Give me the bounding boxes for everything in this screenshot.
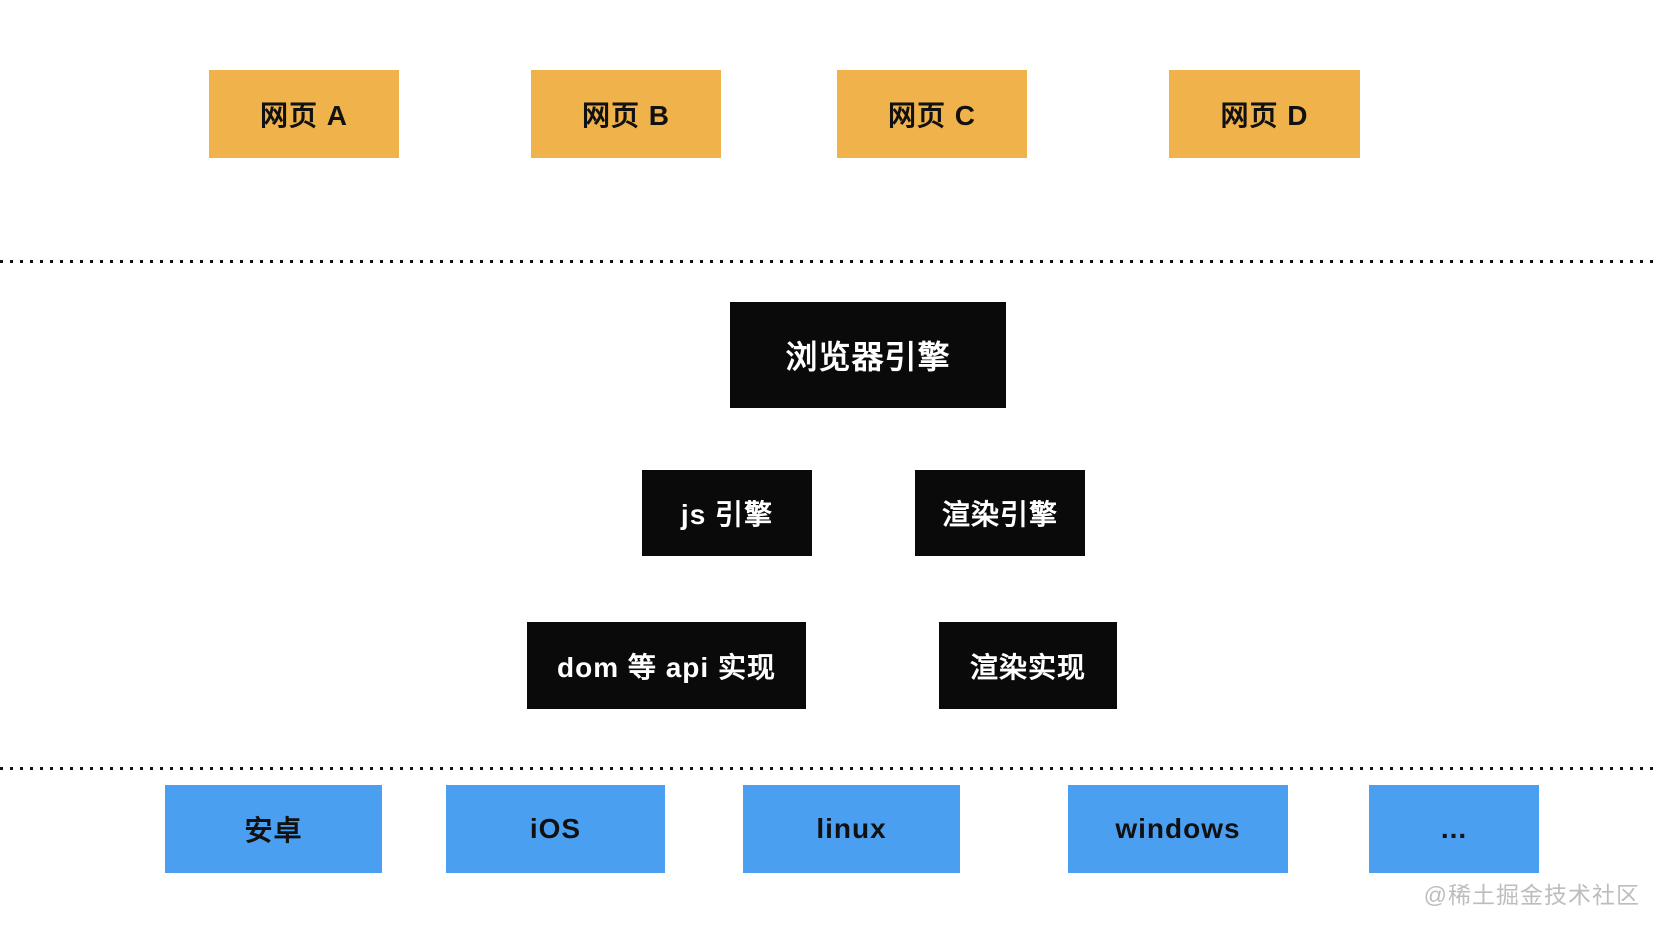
platform-linux-box: linux (743, 785, 960, 873)
platform-android-label: 安卓 (244, 815, 303, 846)
platform-ios-label: iOS (529, 813, 582, 844)
webpage-a-label: 网页 A (259, 100, 348, 131)
webpage-b-label: 网页 B (581, 100, 670, 131)
dotted-divider-top (0, 260, 1656, 263)
platform-more-box: ... (1369, 785, 1539, 873)
platform-linux-label: linux (816, 813, 887, 844)
js-engine-box: js 引擎 (642, 470, 812, 556)
platform-android-box: 安卓 (165, 785, 382, 873)
webpage-d-label: 网页 D (1220, 100, 1309, 131)
platform-ios-box: iOS (446, 785, 665, 873)
platform-windows-label: windows (1115, 813, 1241, 844)
webpage-d-box: 网页 D (1169, 70, 1360, 158)
platform-more-label: ... (1440, 813, 1468, 844)
render-implementation-box: 渲染实现 (939, 622, 1117, 709)
render-implementation-label: 渲染实现 (969, 651, 1086, 683)
dom-api-implementation-box: dom 等 api 实现 (527, 622, 806, 709)
browser-engine-box: 浏览器引擎 (730, 302, 1006, 408)
render-engine-box: 渲染引擎 (915, 470, 1085, 556)
webpage-c-box: 网页 C (837, 70, 1027, 158)
js-engine-label: js 引擎 (680, 499, 774, 530)
webpage-b-box: 网页 B (531, 70, 721, 158)
dom-api-implementation-label: dom 等 api 实现 (557, 651, 776, 683)
platform-windows-box: windows (1068, 785, 1288, 873)
watermark: @稀土掘金技术社区 (1423, 882, 1640, 908)
dotted-divider-bottom (0, 767, 1656, 770)
browser-engine-label: 浏览器引擎 (785, 339, 951, 375)
render-engine-label: 渲染引擎 (941, 499, 1058, 530)
webpage-a-box: 网页 A (209, 70, 399, 158)
webpage-c-label: 网页 C (887, 100, 976, 131)
